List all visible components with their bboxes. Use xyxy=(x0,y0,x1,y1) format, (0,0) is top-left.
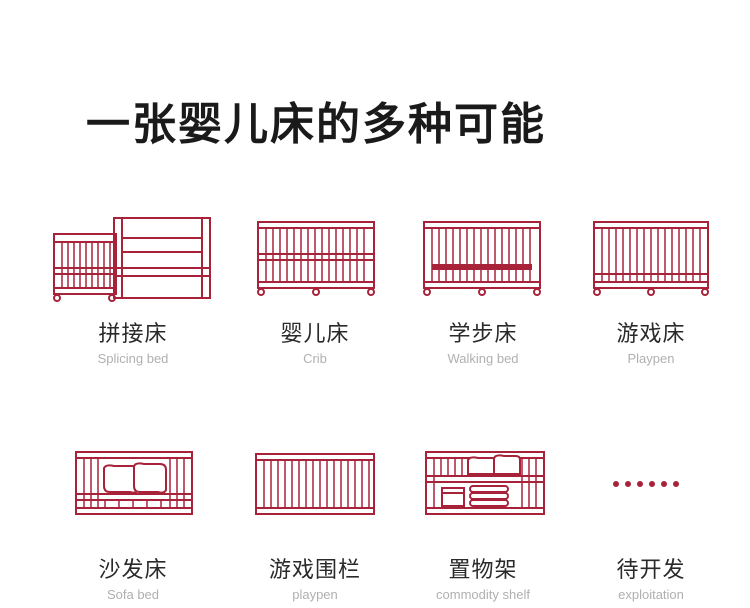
option-name-en: Playpen xyxy=(627,351,675,366)
option-card-play-fence: 游戏围栏 playpen xyxy=(230,446,400,602)
option-name-en: commodity shelf xyxy=(436,587,530,602)
option-name: 学步床 xyxy=(448,322,518,347)
shelf-icon xyxy=(425,451,545,515)
option-card-playpen: 游戏床 Playpen xyxy=(566,212,736,366)
option-name: 拼接床 xyxy=(98,322,168,347)
sofa-bed-icon xyxy=(75,451,193,515)
more-dots-icon xyxy=(613,481,679,487)
option-name: 游戏围栏 xyxy=(268,558,361,583)
option-name-en: Sofa bed xyxy=(106,587,160,602)
play-fence-icon xyxy=(255,453,375,515)
option-name-en: playpen xyxy=(292,587,338,602)
option-card-walking-bed: 学步床 Walking bed xyxy=(398,212,568,366)
option-name-en: exploitation xyxy=(618,587,684,602)
option-name-en: Crib xyxy=(303,351,327,366)
page-title: 一张婴儿床的多种可能 xyxy=(86,99,546,150)
walking-bed-icon xyxy=(423,221,541,296)
option-card-crib: 婴儿床 Crib xyxy=(230,212,400,366)
option-name: 待开发 xyxy=(616,558,686,583)
option-name-en: Walking bed xyxy=(447,351,519,366)
option-card-more: 待开发 exploitation xyxy=(566,446,736,602)
option-name: 置物架 xyxy=(448,558,518,583)
option-name-en: Splicing bed xyxy=(97,351,169,366)
option-card-splicing-bed: 拼接床 Splicing bed xyxy=(48,212,218,366)
option-name: 沙发床 xyxy=(98,558,168,583)
crib-icon xyxy=(257,221,375,296)
playpen-icon xyxy=(593,221,709,296)
option-name: 婴儿床 xyxy=(280,322,350,347)
option-card-sofa-bed: 沙发床 Sofa bed xyxy=(48,446,218,602)
option-card-shelf: 置物架 commodity shelf xyxy=(398,446,568,602)
splicing-bed-icon xyxy=(53,217,211,302)
option-name: 游戏床 xyxy=(616,322,686,347)
